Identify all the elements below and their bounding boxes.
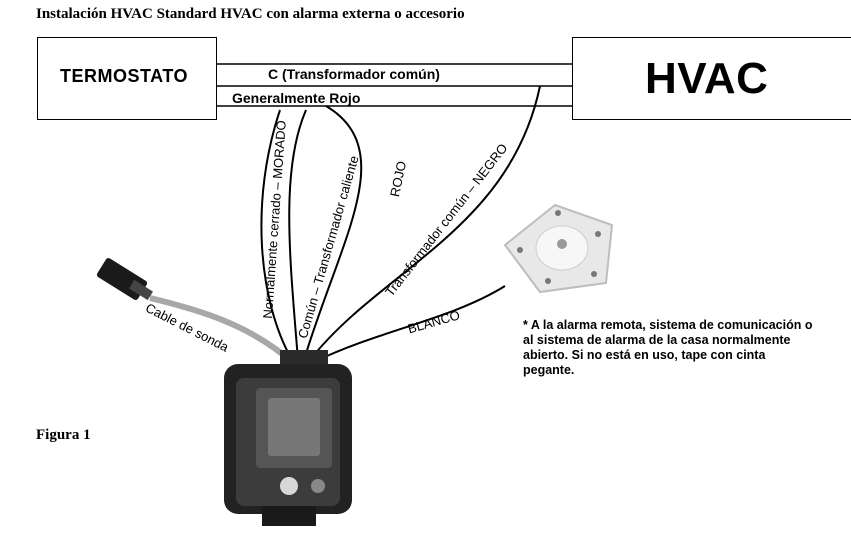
- common-hot-wire: [288, 109, 307, 361]
- purple-wire: [260, 109, 293, 361]
- figure-label: Figura 1: [36, 427, 91, 443]
- probe-cable: [149, 295, 294, 365]
- red-wire: [303, 105, 363, 361]
- hvac-label: HVAC: [645, 54, 769, 103]
- c-wire-label: C (Transformador común): [268, 66, 440, 82]
- thermostat-label: TERMOSTATO: [60, 66, 188, 86]
- white-wire: [313, 285, 506, 363]
- black-wire: [309, 85, 541, 361]
- alarm-note: * A la alarma remota, sistema de comunic…: [523, 318, 813, 377]
- page-title: Instalación HVAC Standard HVAC con alarm…: [36, 6, 465, 22]
- probe-connector: [96, 258, 153, 301]
- hvac-box: HVAC: [572, 37, 851, 120]
- remote-sensor-pad: [503, 203, 614, 294]
- red-wire-label: Generalmente Rojo: [232, 90, 361, 106]
- sensor-device: [224, 350, 352, 526]
- thermostat-box: TERMOSTATO: [37, 37, 217, 120]
